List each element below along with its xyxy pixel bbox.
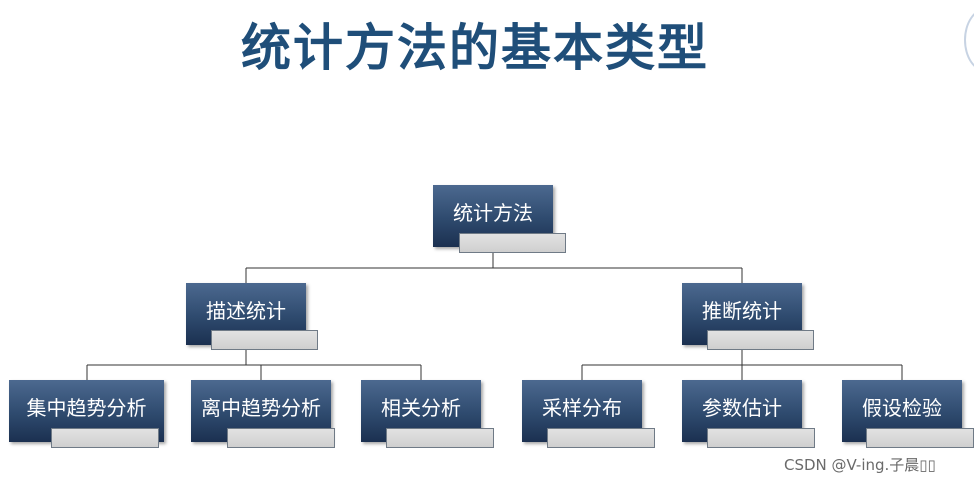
watermark: CSDN @V-ing.子晨▯▯	[784, 456, 936, 474]
connector-root	[245, 247, 743, 283]
connector-inferential	[581, 345, 903, 380]
page-title: 统计方法的基本类型	[241, 18, 709, 77]
node-central-tendency-tab	[51, 428, 159, 448]
node-parameter-estimation-label: 参数估计	[702, 395, 782, 420]
node-root-tab	[459, 233, 566, 253]
node-parameter-estimation-tab	[707, 428, 815, 448]
node-sampling-distribution-tab	[547, 428, 655, 448]
connector-descriptive	[86, 345, 422, 380]
node-sampling-distribution-label: 采样分布	[542, 395, 622, 420]
node-descriptive-stats-label: 描述统计	[206, 298, 286, 323]
node-correlation-tab	[386, 428, 494, 448]
node-hypothesis-testing-tab	[866, 428, 974, 448]
node-descriptive-stats-tab	[211, 330, 318, 350]
node-root-label: 统计方法	[453, 200, 533, 225]
node-correlation-label: 相关分析	[381, 395, 461, 420]
node-inferential-stats-label: 推断统计	[702, 298, 782, 323]
node-dispersion-label: 离中趋势分析	[201, 395, 321, 420]
node-hypothesis-testing-label: 假设检验	[862, 395, 942, 420]
node-dispersion-tab	[227, 428, 335, 448]
node-central-tendency-label: 集中趋势分析	[26, 395, 147, 420]
node-inferential-stats-tab	[707, 330, 814, 350]
